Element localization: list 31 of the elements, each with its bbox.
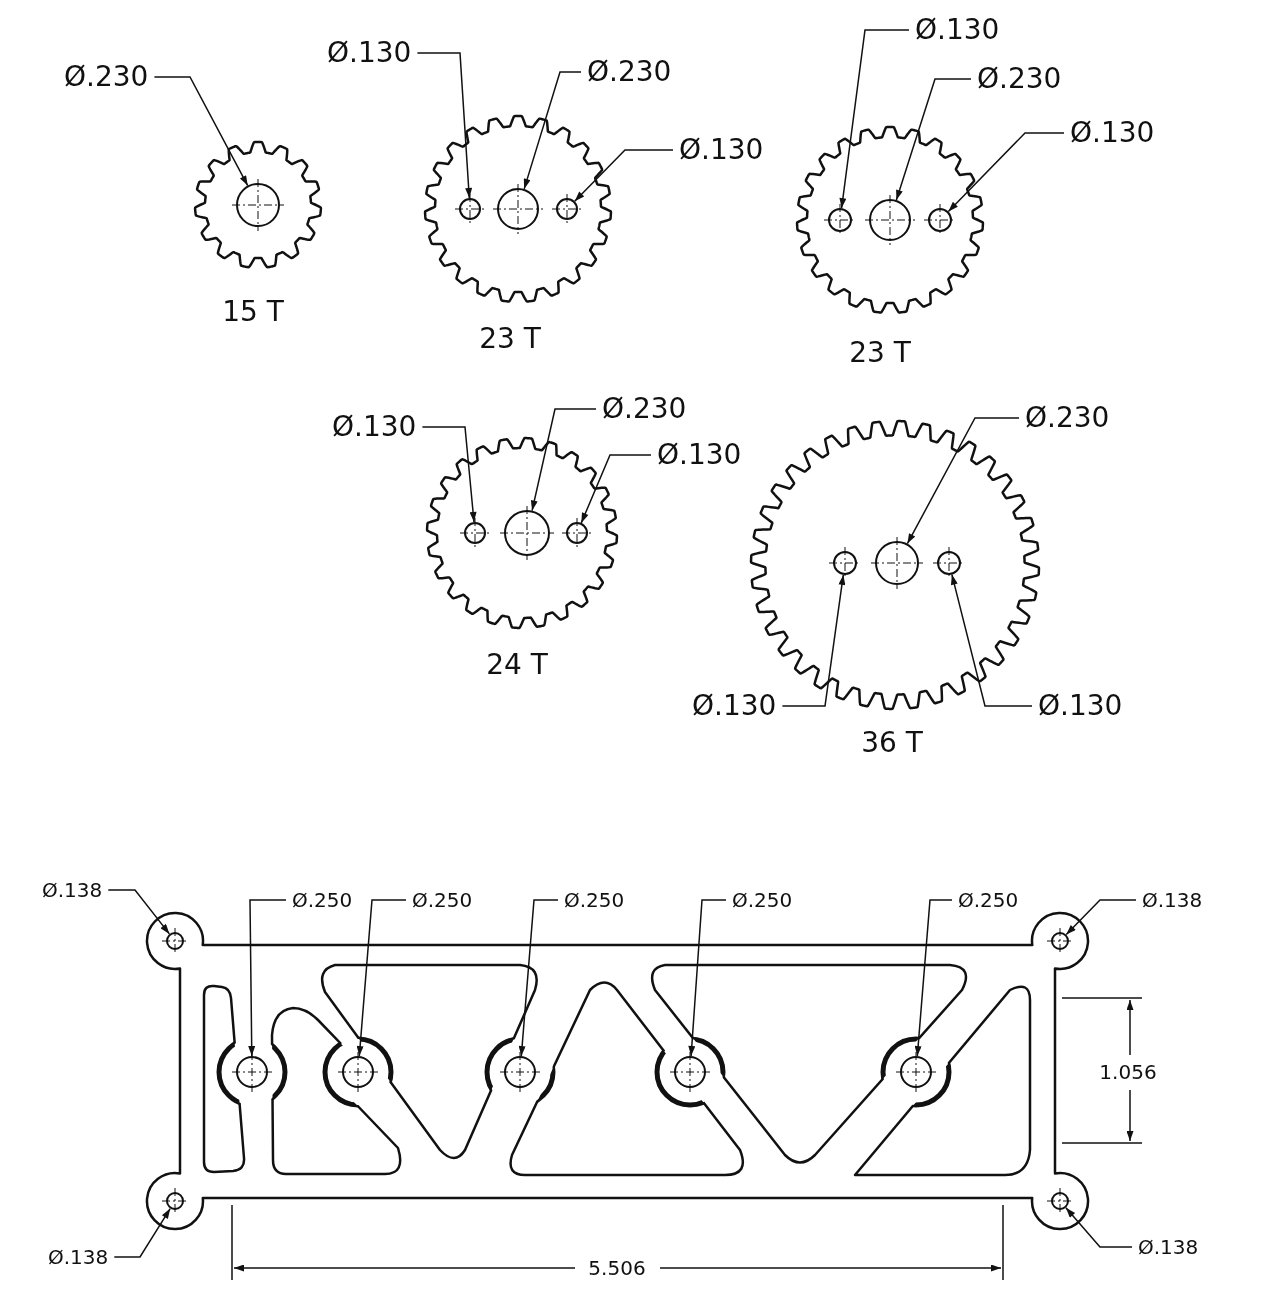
leader-line: [839, 29, 910, 209]
leader-line: [248, 899, 287, 1057]
leader-line: [107, 889, 171, 935]
leader-line: [416, 52, 473, 199]
leader-line: [688, 899, 727, 1057]
tooth-count-caption: 23 T: [479, 321, 541, 355]
leader-line: [356, 899, 407, 1057]
leader-line: [518, 899, 559, 1057]
tooth-count-caption: 23 T: [849, 335, 911, 369]
tooth-count-caption: 15 T: [222, 294, 284, 328]
leader-line: [421, 426, 477, 523]
leader-line: [950, 573, 1033, 707]
leader-line: [113, 1207, 171, 1258]
tooth-count-caption: 24 T: [486, 647, 548, 681]
hole: [166, 1192, 184, 1210]
leader-line: [906, 417, 1020, 545]
tooth-count-caption: 36 T: [861, 725, 923, 759]
hole: [1051, 932, 1069, 950]
leader-line: [1065, 1207, 1133, 1248]
leader-line: [947, 132, 1065, 213]
leader-line: [781, 574, 846, 707]
leader-line: [573, 149, 674, 202]
hole: [1051, 1192, 1069, 1210]
leader-line: [1065, 899, 1137, 936]
leader-line: [895, 78, 972, 201]
leader-line: [914, 899, 953, 1057]
leader-line: [580, 454, 652, 524]
hole: [166, 932, 184, 950]
leader-line: [523, 71, 582, 190]
leader-line: [153, 76, 249, 187]
leader-line: [530, 408, 597, 512]
